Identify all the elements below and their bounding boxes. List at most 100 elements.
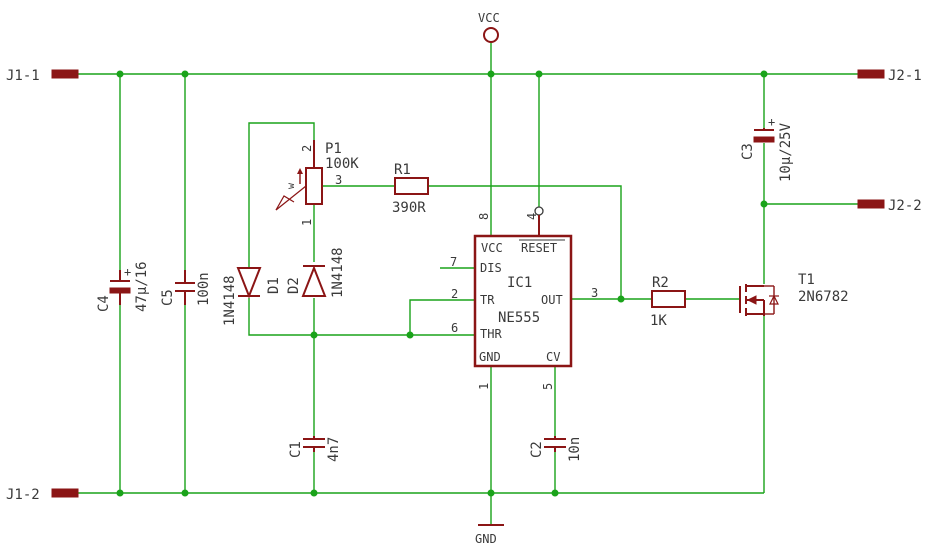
junction <box>551 489 559 497</box>
pin-number: 2 <box>451 287 458 301</box>
connector-j2-2: J2-2 <box>857 198 922 214</box>
connector-pad <box>857 199 885 209</box>
pot-wiper-arrow <box>297 168 303 174</box>
resistor-r1: R1 390R <box>392 162 429 216</box>
thr-wire <box>248 298 475 336</box>
connector-j2-1: J2-1 <box>857 68 922 84</box>
pin-label: THR <box>480 327 502 341</box>
pin-number: 4 <box>525 213 539 220</box>
gnd-label: GND <box>475 532 497 546</box>
part-name: D1 <box>266 277 282 294</box>
junction <box>310 489 318 497</box>
ic-name: IC1 <box>507 275 532 291</box>
cap-plate-neg <box>109 287 131 294</box>
plus-sign: + <box>124 265 131 279</box>
pin-label: RESET <box>521 241 557 255</box>
connector-pad <box>51 488 79 498</box>
capacitor-c2: C2 10n <box>529 436 583 462</box>
connector-label: J1-1 <box>6 68 40 84</box>
pin-label: w <box>286 182 297 189</box>
diode-d1: D1 1N4148 <box>222 267 282 326</box>
ic-value: NE555 <box>498 310 540 326</box>
pin-number: 5 <box>541 383 555 390</box>
pin-label: GND <box>479 350 501 364</box>
pin-label: CV <box>546 350 560 364</box>
junctions <box>116 70 768 497</box>
diode-body <box>236 267 262 299</box>
part-name: P1 <box>325 141 342 157</box>
part-name: C5 <box>160 289 176 306</box>
pin-number: 6 <box>451 321 458 335</box>
potentiometer-p1: w 2 1 3 P1 100K <box>275 140 359 226</box>
pin-number: 7 <box>450 255 457 269</box>
pin-number: 1 <box>300 219 314 226</box>
vcc-symbol: VCC <box>478 11 500 43</box>
connector-j1-2: J1-2 <box>6 487 79 503</box>
tr-wire <box>409 299 475 335</box>
part-name: C3 <box>740 143 756 160</box>
junction <box>760 200 768 208</box>
pot-arrow <box>275 185 307 211</box>
part-value: 390R <box>392 200 426 216</box>
gnd-symbol: GND <box>475 524 504 546</box>
part-name: R2 <box>652 275 669 291</box>
connector-label: J2-1 <box>888 68 922 84</box>
part-value: 100n <box>196 272 212 306</box>
part-name: C2 <box>529 441 545 458</box>
pin-label: TR <box>480 293 495 307</box>
part-value: 1N4148 <box>222 275 238 326</box>
connector-pad <box>857 69 885 79</box>
junction <box>487 489 495 497</box>
pin-number: 1 <box>477 383 491 390</box>
ic-ne555: VCC RESET DIS TR THR OUT GND CV IC1 NE55… <box>450 206 598 390</box>
cap-plate-neg <box>753 136 775 143</box>
capacitor-c3: + C3 10µ/25V <box>740 115 794 182</box>
part-value: 1K <box>650 313 667 329</box>
r1-out-wire <box>428 185 622 299</box>
pin-number: 3 <box>335 173 342 187</box>
part-name: C4 <box>96 295 112 312</box>
connector-label: J2-2 <box>888 198 922 214</box>
part-name: C1 <box>288 441 304 458</box>
pin-label: OUT <box>541 293 563 307</box>
junction <box>181 489 189 497</box>
junction <box>116 489 124 497</box>
resistor-body <box>651 290 686 308</box>
connector-label: J1-2 <box>6 487 40 503</box>
part-value: 47µ/16 <box>134 261 150 312</box>
pin-number: 2 <box>300 145 314 152</box>
connector-j1-1: J1-1 <box>6 68 79 84</box>
connector-pad <box>51 69 79 79</box>
part-value: 1N4148 <box>330 247 346 298</box>
pin-number: 8 <box>477 213 491 220</box>
mosfet-arrow <box>746 295 757 305</box>
junction <box>760 70 768 78</box>
pot-body <box>305 167 323 205</box>
part-name: D2 <box>286 277 302 294</box>
resistor-body <box>394 177 429 195</box>
junction <box>406 331 414 339</box>
junction <box>310 331 318 339</box>
part-value: 100K <box>325 156 359 172</box>
junction <box>487 70 495 78</box>
part-value: 10µ/25V <box>778 122 794 182</box>
part-name: T1 <box>798 272 815 288</box>
body-diode <box>769 294 779 305</box>
pot-arrow-head <box>275 195 295 211</box>
resistor-r2: R2 1K <box>650 275 686 329</box>
pin-number: 3 <box>591 286 598 300</box>
diode-d2: D2 1N4148 <box>286 247 346 298</box>
part-name: R1 <box>394 162 411 178</box>
capacitor-c1: C1 4n7 <box>288 436 342 462</box>
diode-body <box>301 265 327 297</box>
ic-body <box>473 234 573 368</box>
junction <box>116 70 124 78</box>
part-value: 2N6782 <box>798 289 849 305</box>
part-value: 10n <box>567 437 583 462</box>
plus-sign: + <box>768 115 775 129</box>
junction <box>181 70 189 78</box>
mosfet-t1: T1 2N6782 <box>739 272 849 316</box>
vcc-label: VCC <box>478 11 500 25</box>
wires <box>78 42 858 525</box>
